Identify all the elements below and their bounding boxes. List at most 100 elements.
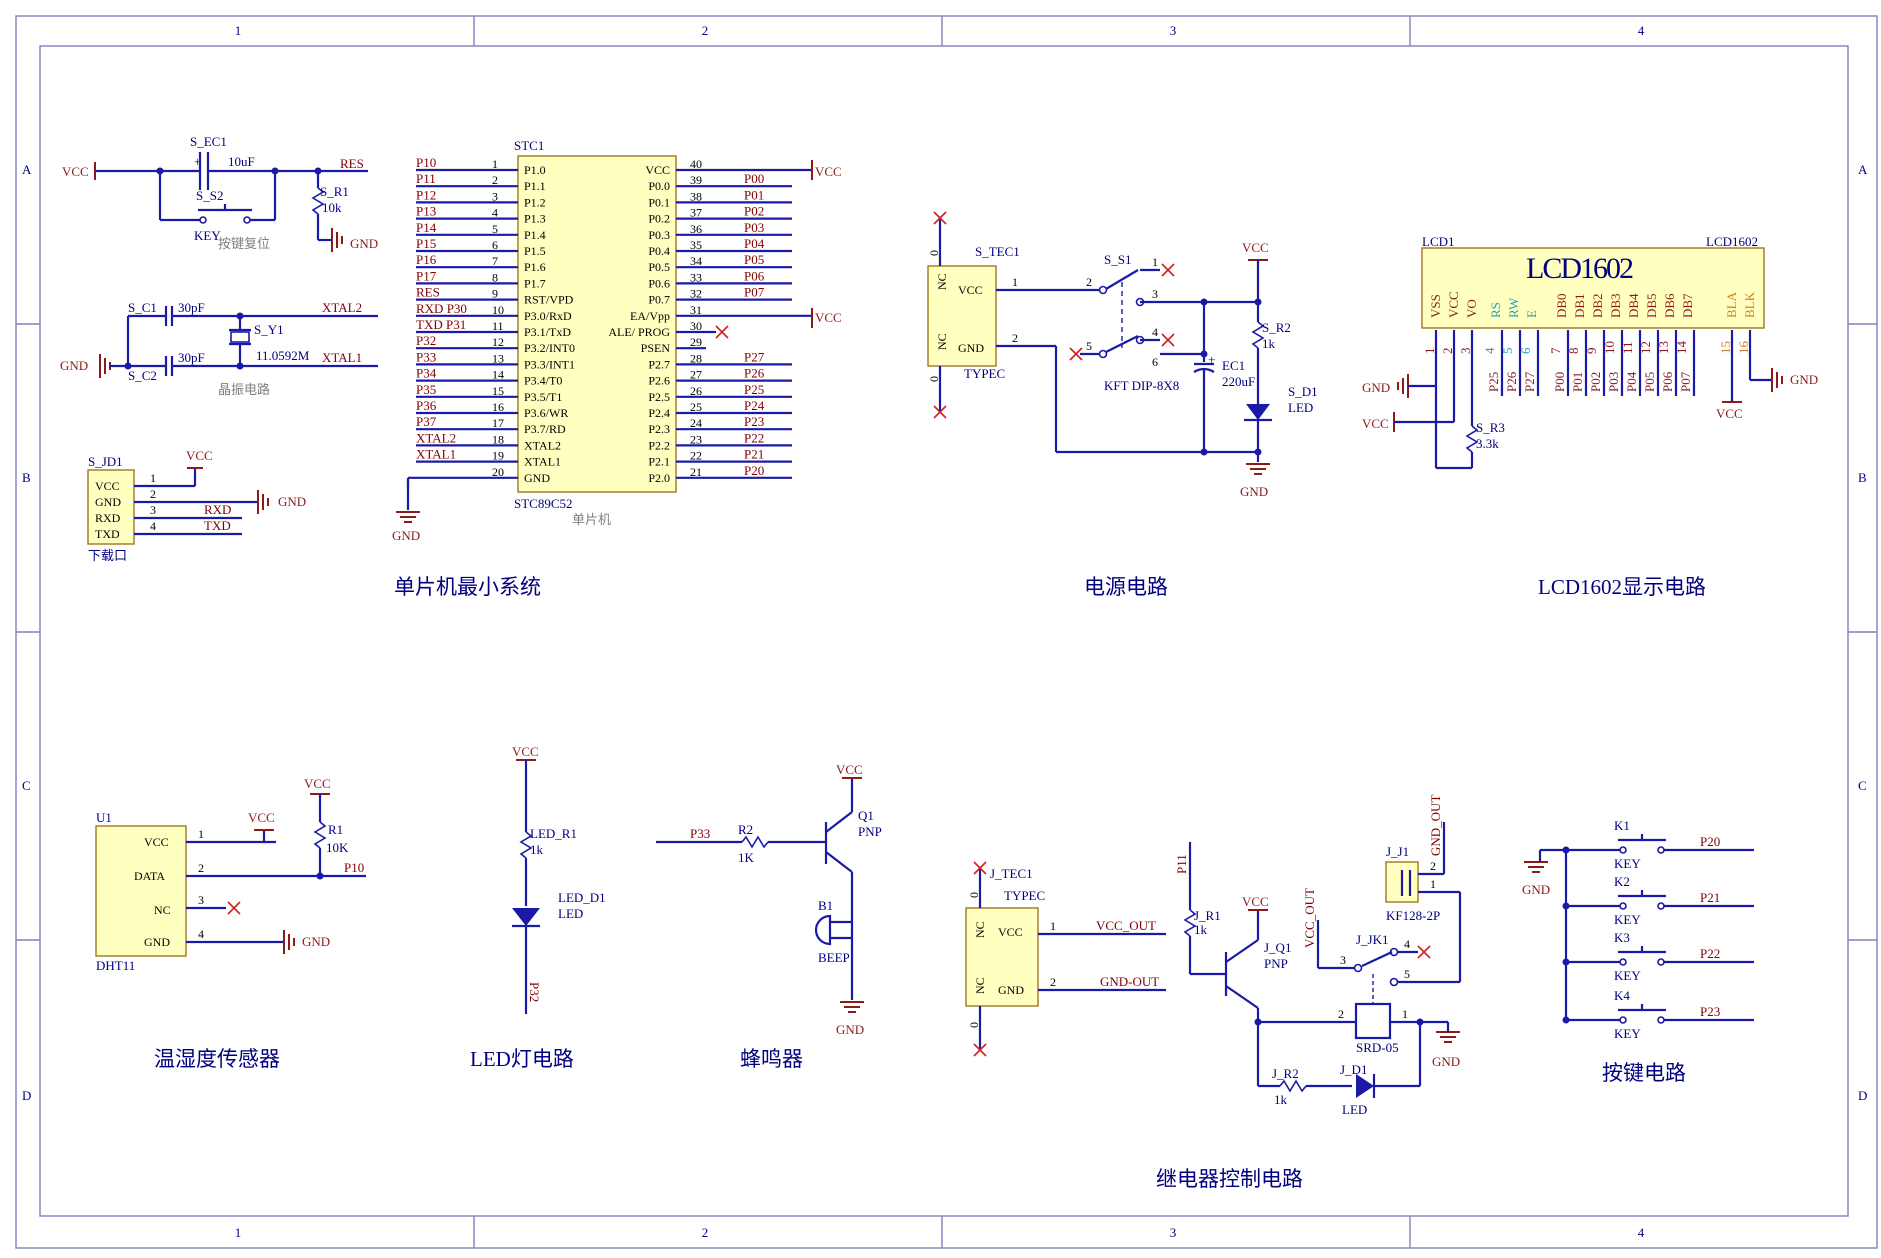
lcd-pin-num: 7: [1548, 347, 1563, 354]
mcu-pin-num: 40: [690, 157, 702, 171]
lcd-pin-num: 4: [1482, 347, 1497, 354]
mcu-pin-num: 5: [492, 222, 498, 236]
relay-zero-top: 0: [967, 892, 981, 898]
relay-conn-nc1: NC: [973, 921, 987, 938]
relay-r2-ref: J_R2: [1272, 1066, 1299, 1081]
power-zero-bot: 0: [927, 376, 941, 382]
power-conn-gnd: GND: [958, 341, 984, 355]
lcd-net-label: P02: [1588, 372, 1603, 392]
buzzer-b-ref: B1: [818, 898, 833, 913]
mcu-right-net: P07: [744, 285, 765, 300]
lcd-pin-name: DB0: [1554, 293, 1569, 318]
power-circuit: NC NC VCC GND S_TEC1 TYPEC 0 0 1 2 1 2 3: [927, 211, 1318, 499]
lcd-net-label: P27: [1522, 371, 1537, 392]
caption-mcu-system: 单片机最小系统: [394, 575, 541, 599]
power-zero-top: 0: [927, 250, 941, 256]
row-label-c: C: [22, 778, 31, 793]
mcu-pin-num: 27: [690, 368, 702, 382]
mcu-pin-name: RST/VPD: [524, 293, 574, 307]
mcu-pin-name: XTAL1: [524, 455, 561, 469]
mcu-pin-name: P1.2: [524, 195, 546, 209]
relay-r1-ref: J_R1: [1194, 908, 1221, 923]
mcu-pin-name: P2.5: [648, 390, 670, 404]
download-txd-net: TXD: [204, 518, 231, 533]
svg-text:2: 2: [1430, 859, 1436, 873]
row-label-a-right: A: [1858, 162, 1868, 177]
col-label-4: 4: [1638, 23, 1645, 38]
crystal-circuit: GND S_C1 30pF S_C2 30pF S_Y1 11.0592M XT…: [60, 300, 378, 397]
mcu-left-net: P37: [416, 414, 437, 429]
mcu-pin-name: EA/Vpp: [630, 309, 670, 323]
keys-gnd-label: GND: [1522, 882, 1550, 897]
section-captions: 单片机最小系统 电源电路 LCD1602显示电路 温湿度传感器 LED灯电路 蜂…: [154, 575, 1706, 1191]
mcu-left-net: TXD P31: [416, 317, 466, 332]
mcu-pin-num: 1: [492, 157, 498, 171]
mcu-pin-num: 14: [492, 368, 504, 382]
lcd-pin-num: 12: [1638, 341, 1653, 354]
power-conn-nc2: NC: [935, 333, 949, 350]
lcd-pin-name: DB3: [1608, 293, 1623, 318]
key-val: KEY: [1614, 856, 1641, 871]
key-net: P20: [1700, 834, 1720, 849]
crystal-caption: 晶振电路: [218, 382, 270, 397]
mcu-pin-num: 29: [690, 335, 702, 349]
crystal-c2-val: 30pF: [178, 350, 205, 365]
led-r-val: 1k: [530, 842, 544, 857]
dht-r-vcc-label: VCC: [304, 776, 331, 791]
mcu-pin-num: 2: [492, 173, 498, 187]
lcd-net-label: P03: [1606, 372, 1621, 392]
mcu-pin-name: P2.4: [648, 406, 670, 420]
reset-vcc-label: VCC: [62, 164, 89, 179]
mcu-left-net: RXD P30: [416, 301, 467, 316]
mcu-pin-num: 25: [690, 400, 702, 414]
relay-p11-net: P11: [1174, 854, 1189, 874]
lcd-body: [1421, 247, 1765, 329]
lcd-pin-name: DB5: [1644, 293, 1659, 318]
key-ref: K4: [1614, 988, 1630, 1003]
mcu-pin-name: P0.0: [648, 179, 670, 193]
mcu-pin-num: 20: [492, 465, 504, 479]
lcd-pins: VSS1VCC2VO3RS4P25RW5P26E6P27DB07P00DB18P…: [1422, 291, 1757, 396]
reset-cap-val: 10uF: [228, 154, 255, 169]
key-val: KEY: [1614, 1026, 1641, 1041]
mcu-right-net: P24: [744, 398, 765, 413]
mcu-pin-name: P1.5: [524, 244, 546, 258]
mcu-left-net: P15: [416, 236, 436, 251]
svg-text:2: 2: [1050, 975, 1056, 989]
lcd-pin-name: VO: [1464, 299, 1479, 318]
lcd-pin-num: 1: [1422, 348, 1437, 355]
relay-vcc-label: VCC: [1242, 894, 1269, 909]
lcd-ref: LCD1: [1422, 234, 1455, 249]
row-label-d: D: [22, 1088, 31, 1103]
mcu-body: [517, 155, 677, 493]
mcu-right-net: P02: [744, 204, 764, 219]
lcd-net-label: P25: [1486, 372, 1501, 392]
mcu-pin-name: P3.7/RD: [524, 422, 566, 436]
relay-vcc-out-vertical: VCC_OUT: [1302, 888, 1317, 948]
lcd-part: LCD1602: [1706, 234, 1758, 249]
lcd-vcc-label: VCC: [1362, 416, 1389, 431]
relay-zero-bot: 0: [967, 1022, 981, 1028]
reset-caption: 按键复位: [218, 236, 270, 251]
lcd-pin-name: RW: [1506, 297, 1521, 318]
relay-circuit: J_TEC1 TYPEC NC NC VCC GND 0 0 1 2 VCC_O…: [965, 795, 1462, 1117]
col-label-3-bottom: 3: [1170, 1225, 1177, 1240]
mcu-left-net: P17: [416, 268, 437, 283]
mcu-pin-name: P3.5/T1: [524, 390, 562, 404]
dht-num-1: 1: [198, 827, 204, 841]
lcd1602-display: LCD1 LCD1602 LCD1602 VSS1VCC2VO3RS4P25RW…: [1362, 234, 1818, 470]
caption-power: 电源电路: [1084, 575, 1168, 599]
led-d-val: LED: [558, 906, 583, 921]
mcu-left-net: P13: [416, 204, 436, 219]
power-conn-nc1: NC: [935, 273, 949, 290]
mcu-pin-num: 36: [690, 222, 702, 236]
mcu-pin-name: P0.1: [648, 195, 670, 209]
mcu-left-net: XTAL1: [416, 447, 456, 462]
mcu-caption: 单片机: [572, 512, 611, 527]
mcu-pin-num: 8: [492, 270, 498, 284]
reset-res-val: 10k: [322, 200, 342, 215]
mcu-pin-num: 12: [492, 335, 504, 349]
power-ec-val: 220uF: [1222, 374, 1255, 389]
mcu-pin-num: 15: [492, 384, 504, 398]
